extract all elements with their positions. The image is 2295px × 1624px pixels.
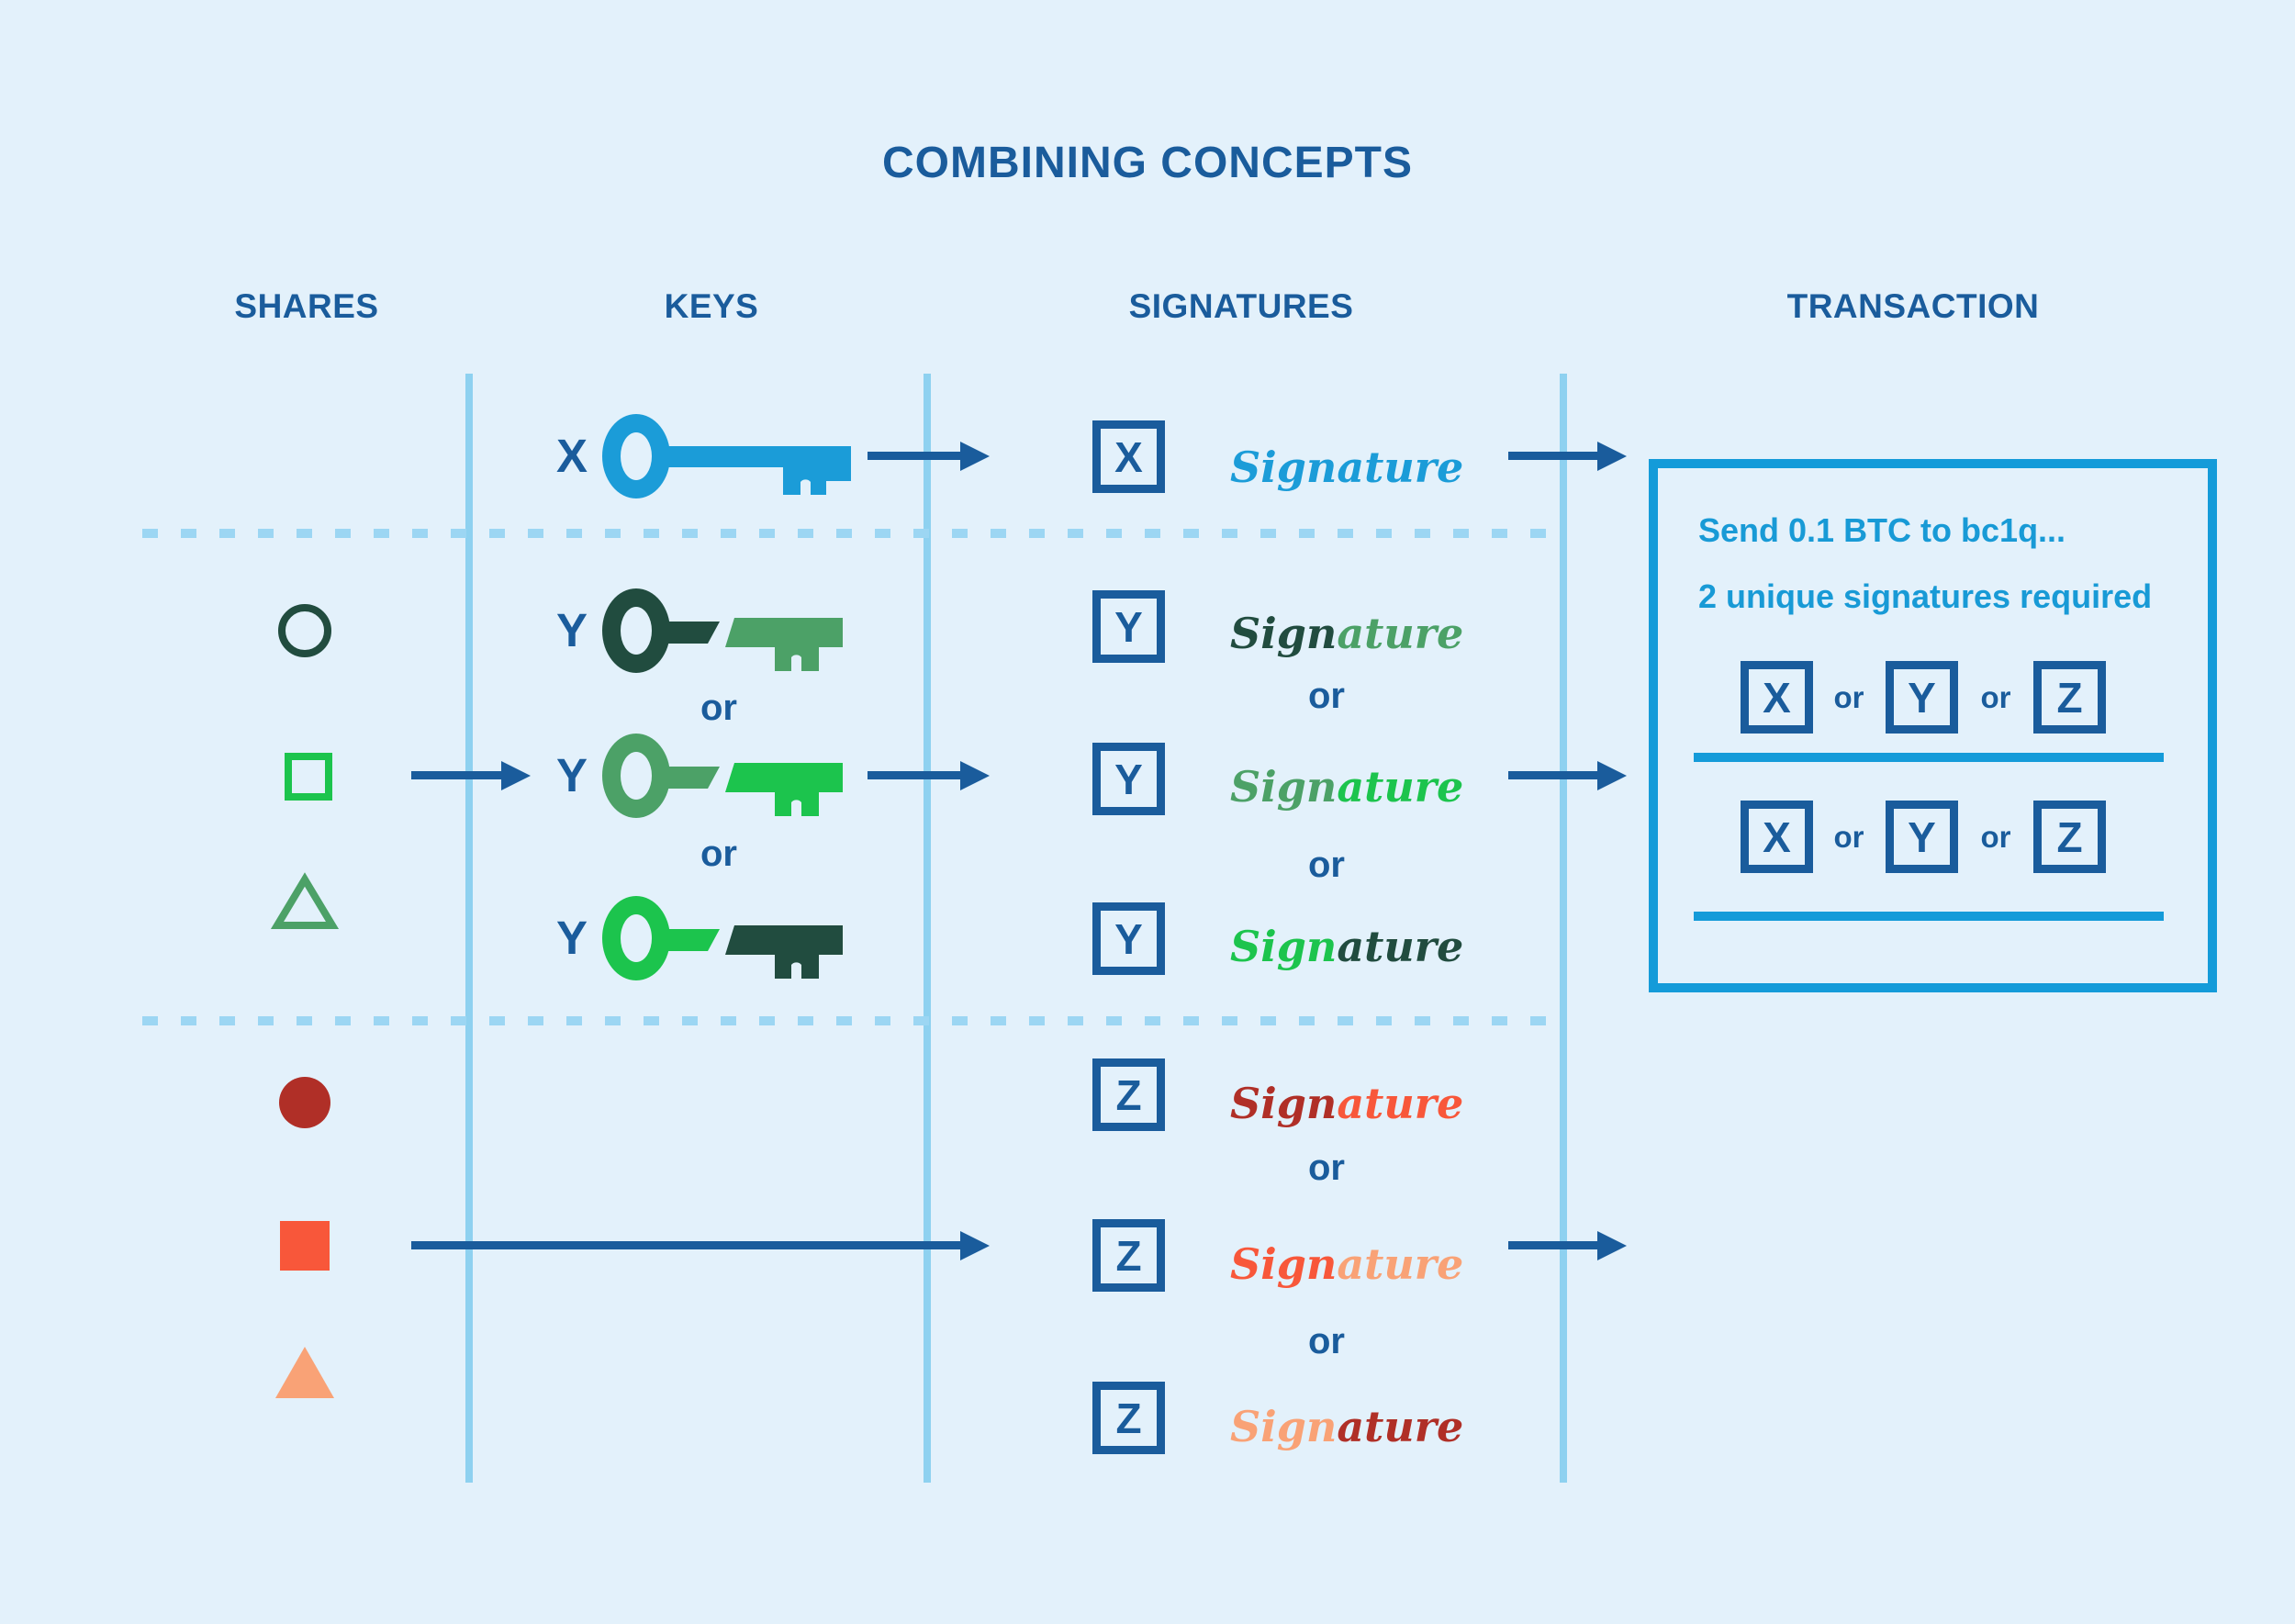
signature-script-y1: Signature	[1230, 601, 1463, 666]
signature-badge-z1: Z	[1092, 1058, 1165, 1131]
transaction-line2: 2 unique signatures required	[1698, 577, 2153, 615]
share-triangle-outline-icon	[270, 872, 340, 929]
signature-part1: Sign	[1230, 762, 1338, 812]
share-triangle-solid-icon	[275, 1347, 334, 1398]
tx-or-label-2: or	[1980, 680, 2011, 714]
tx-option-box-x1: X	[1741, 661, 1813, 734]
signature-part2: ature	[1337, 922, 1464, 971]
signature-part2: ature	[1337, 1239, 1464, 1289]
signature-script-z3: Signature	[1230, 1394, 1463, 1459]
signature-part1: Sign	[1230, 1239, 1338, 1289]
column-header-shares: SHARES	[234, 287, 379, 325]
signature-script-y2: Signature	[1230, 755, 1463, 819]
arrow-sigz-to-transaction-icon	[1508, 1241, 1597, 1249]
or-label-keys-2: or	[700, 834, 737, 874]
signature-script-x: Signature	[1230, 435, 1463, 499]
key-y1-icon	[602, 588, 843, 673]
key-x-icon	[602, 414, 851, 498]
tx-option-box-z1: Z	[2033, 661, 2106, 734]
signature-part1: Sign	[1230, 1079, 1338, 1128]
column-header-transaction: TRANSACTION	[1786, 287, 2040, 325]
key-y3-label: Y	[555, 912, 588, 964]
signature-badge-z3: Z	[1092, 1382, 1165, 1454]
signature-part1: Sign	[1230, 922, 1338, 971]
signature-script-y3: Signature	[1230, 914, 1463, 979]
or-label-signatures-2: or	[1308, 845, 1345, 885]
arrow-keyx-to-signature-icon	[868, 452, 960, 460]
tx-option-box-x2: X	[1741, 801, 1813, 873]
or-label-signatures-1: or	[1308, 676, 1345, 716]
key-y2-icon	[602, 734, 843, 818]
tx-or-label-4: or	[1980, 820, 2011, 854]
or-label-keys-1: or	[700, 688, 737, 728]
signature-part1: Sign	[1230, 442, 1338, 492]
or-label-signatures-3: or	[1308, 1148, 1345, 1188]
signature-part2: ature	[1337, 442, 1464, 492]
dashed-divider-line-top	[142, 529, 1551, 538]
arrow-sigx-to-transaction-icon	[1508, 452, 1597, 460]
key-x-label: X	[555, 430, 588, 482]
share-square-solid-icon	[280, 1221, 330, 1271]
signature-badge-y2: Y	[1092, 743, 1165, 815]
signature-part2: ature	[1337, 762, 1464, 812]
signature-script-z1: Signature	[1230, 1071, 1463, 1136]
tx-option-box-z2: Z	[2033, 801, 2106, 873]
column-header-keys: KEYS	[664, 287, 759, 325]
column-header-signatures: SIGNATURES	[1128, 287, 1354, 325]
signature-badge-y3: Y	[1092, 902, 1165, 975]
column-divider-line-1	[465, 374, 473, 1483]
signature-badge-y1: Y	[1092, 590, 1165, 663]
share-circle-outline-icon	[278, 604, 331, 657]
dashed-divider-line-bottom	[142, 1016, 1551, 1025]
column-divider-line-2	[924, 374, 931, 1483]
column-divider-line-3	[1560, 374, 1567, 1483]
page-title: COMBINING CONCEPTS	[881, 139, 1413, 187]
arrow-share-to-sigz-icon	[411, 1241, 960, 1249]
transaction-panel: Send 0.1 BTC to bc1q... 2 unique signatu…	[1649, 459, 2217, 992]
tx-signature-slot-line-1	[1694, 753, 2164, 762]
signature-part2: ature	[1337, 1402, 1464, 1451]
signature-part1: Sign	[1230, 1402, 1338, 1451]
share-circle-solid-icon	[279, 1077, 330, 1128]
tx-or-label-1: or	[1833, 680, 1864, 714]
tx-or-label-3: or	[1833, 820, 1864, 854]
signature-badge-z2: Z	[1092, 1219, 1165, 1292]
arrow-keyy-to-signature-icon	[868, 771, 960, 779]
key-y2-label: Y	[555, 749, 588, 801]
signature-script-z2: Signature	[1230, 1232, 1463, 1296]
tx-option-box-y2: Y	[1886, 801, 1958, 873]
tx-option-box-y1: Y	[1886, 661, 1958, 734]
share-square-outline-icon	[285, 753, 332, 801]
arrow-sigy-to-transaction-icon	[1508, 771, 1597, 779]
signature-badge-x: X	[1092, 420, 1165, 493]
signature-part2: ature	[1337, 1079, 1464, 1128]
tx-signature-slot-line-2	[1694, 912, 2164, 921]
key-y1-label: Y	[555, 604, 588, 656]
signature-part1: Sign	[1230, 609, 1338, 658]
or-label-signatures-4: or	[1308, 1321, 1345, 1361]
arrow-share-to-key-icon	[411, 771, 501, 779]
signature-part2: ature	[1337, 609, 1464, 658]
transaction-line1: Send 0.1 BTC to bc1q...	[1698, 511, 2066, 549]
key-y3-icon	[602, 896, 843, 980]
